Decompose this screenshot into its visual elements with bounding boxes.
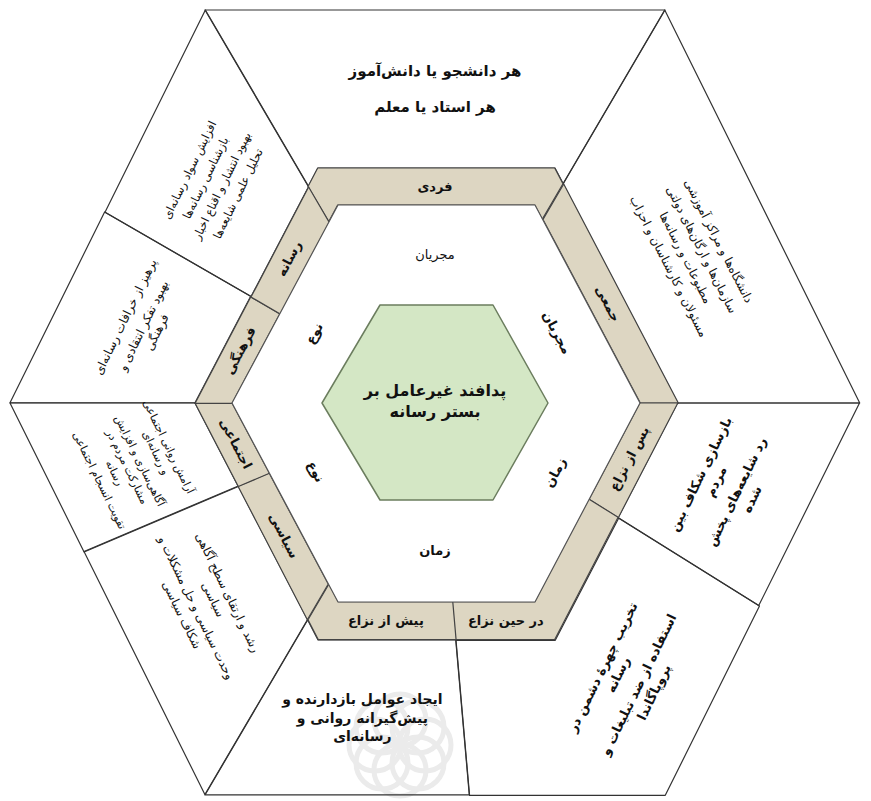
core-hexagon: پدافند غیرعامل بر بستر رسانه bbox=[321, 304, 549, 501]
shape-polygon bbox=[84, 486, 308, 795]
text-group: زمان bbox=[419, 543, 451, 560]
shape-polygon bbox=[10, 403, 238, 552]
watermark-rosette bbox=[349, 694, 451, 796]
node-text: پیش از نزاع bbox=[348, 613, 424, 630]
shape-polygon bbox=[232, 205, 640, 602]
text-group: پدافند غیرعامل بر بستر رسانه bbox=[360, 381, 510, 423]
text-group: هر دانشجو یا دانش‌آموز هر استاد یا معلم bbox=[275, 62, 595, 117]
node-text: هر استاد یا معلم bbox=[275, 97, 595, 117]
shape-polygon bbox=[205, 10, 665, 187]
text-group: آرامش روانی اجتماعی و رسانه‌ایآگاهی‌سازی… bbox=[68, 395, 199, 534]
outcome-sector: هر دانشجو یا دانش‌آموز هر استاد یا معلم bbox=[204, 9, 666, 188]
node-text: مجریان bbox=[415, 247, 455, 264]
node-text: هر دانشجو یا دانش‌آموز bbox=[275, 62, 595, 82]
text-group: افزایش سواد رسانه‌ایبازشناسی رسانه‌هابهب… bbox=[153, 104, 276, 260]
text-group: پیش از نزاع bbox=[348, 613, 424, 630]
text-group: فردی bbox=[417, 178, 452, 195]
text-group: ایجاد عوامل بازدارنده و پیش‌گیرانه روانی… bbox=[267, 690, 457, 745]
node-text: در حین نزاع bbox=[468, 613, 544, 630]
node-text: زمان bbox=[419, 543, 451, 560]
node-text: ایجاد عوامل بازدارنده و پیش‌گیرانه روانی… bbox=[267, 690, 457, 745]
text-group: پرهیز از خرافات رسانه‌ایبهبود تفکر انتقا… bbox=[91, 255, 194, 394]
text-group: مجریان bbox=[415, 247, 455, 264]
text-group: در حین نزاع bbox=[468, 613, 544, 630]
text-group: رشد و ارتقای سطح آگاهی سیاسیوحدت سیاسی و… bbox=[139, 517, 269, 690]
shape-polygon bbox=[322, 305, 548, 500]
text-group: تخریب چهرهٔ دشمن در رسانهاستفاده از ضد ت… bbox=[559, 588, 700, 773]
node-text: پدافند غیرعامل بر بستر رسانه bbox=[360, 381, 510, 423]
node-text: فردی bbox=[417, 178, 452, 195]
text-group: بازسازی شکاف بین مردمرد شایعه‌های پخش شد… bbox=[663, 408, 790, 566]
